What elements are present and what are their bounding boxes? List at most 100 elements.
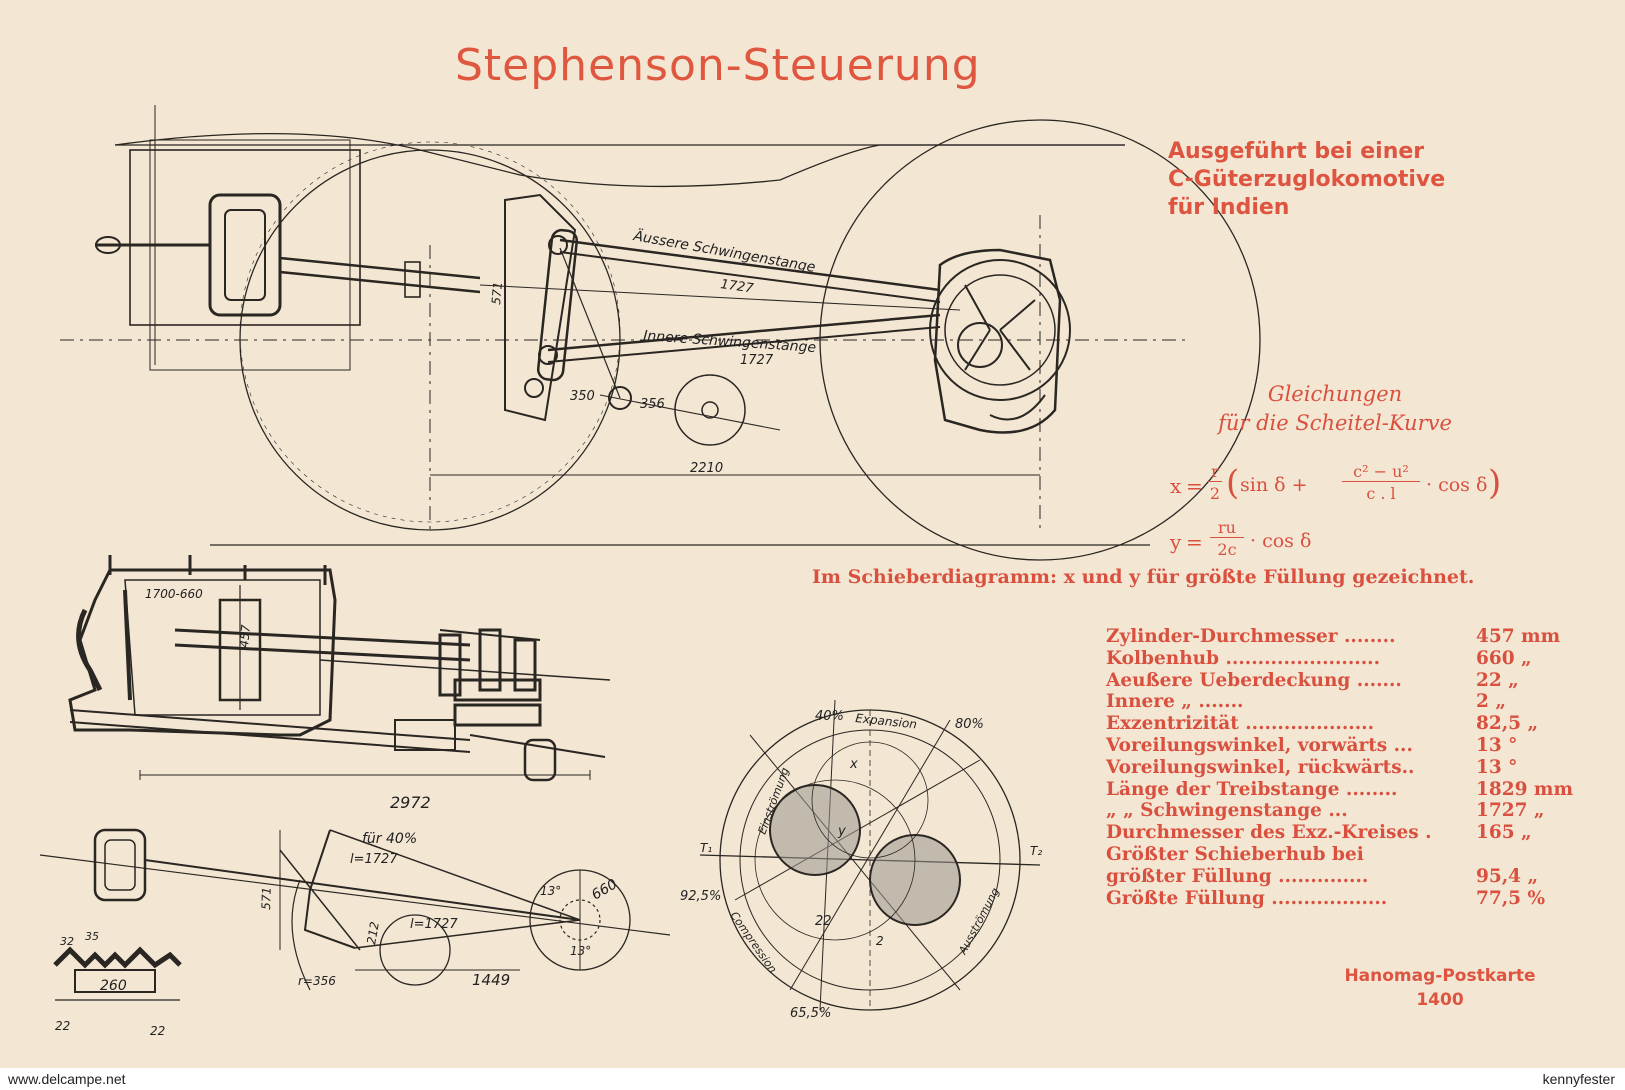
specs-table: Zylinder-Durchmesser ........ 457 mm Kolb… [1106, 626, 1606, 909]
label-dim-457: 457 [237, 624, 253, 648]
valve-gear-assembly: Äussere Schwingenstange 1727 Innere Schw… [60, 105, 1261, 561]
spec-label: Größter Schieberhub bei [1106, 843, 1364, 865]
label-dim-1449: 1449 [472, 971, 510, 989]
label-t1: T₁ [700, 841, 712, 855]
label-571b: 571 [259, 887, 274, 910]
spec-row: „ „ Schwingenstange ...1727 „ [1106, 800, 1606, 822]
spec-row: Länge der Treibstange ........ 1829 mm [1106, 779, 1606, 801]
spec-row: Voreilungswinkel, vorwärts ... 13 ° [1106, 735, 1606, 757]
spec-label: Durchmesser des Exz.-Kreises . [1106, 822, 1432, 844]
eq-x-rparen: ) [1488, 463, 1502, 503]
eq-x-num2: c² − u² [1342, 462, 1420, 482]
spec-label: Kolbenhub ........................ [1106, 647, 1381, 669]
label-pct-40: 40% [815, 709, 844, 724]
spec-label: größter Füllung .............. [1106, 865, 1369, 887]
subtitle-line: für Indien [1168, 195, 1290, 220]
label-outer-rod: Äussere Schwingenstange [631, 226, 817, 276]
label-dim-22b: 22 [150, 1024, 165, 1038]
spec-label: Exzentrizität .................... [1106, 713, 1375, 735]
cylinder-section: 1700-660 457 [68, 555, 611, 782]
label-sd-2: 2 [876, 934, 884, 948]
page-title: Stephenson-Steuerung [455, 40, 981, 91]
label-compression: Compression [728, 909, 780, 975]
eq-y-cos: · cos δ [1250, 530, 1312, 552]
label-t2: T₂ [1030, 844, 1042, 858]
spec-row: Durchmesser des Exz.-Kreises . 165 „ [1106, 822, 1606, 844]
label-dim-1727b: 1727 [740, 353, 774, 368]
label-dim-260: 260 [100, 978, 127, 994]
spec-value: 660 „ [1476, 647, 1532, 669]
label-dim-571: 571 [489, 281, 505, 305]
spec-label: Länge der Treibstange ........ [1106, 778, 1398, 800]
credit-strip: www.delcampe.net kennyfester [0, 1068, 1625, 1090]
label-pct-655: 65,5% [790, 1006, 831, 1021]
subtitle-line: Ausgeführt bei einer [1168, 139, 1425, 164]
label-dim-350: 350 [570, 389, 595, 404]
label-dim-2210: 2210 [690, 461, 723, 476]
label-sd-22: 22 [815, 914, 832, 929]
spec-value: 22 „ [1476, 669, 1519, 691]
equations-heading: Gleichungen für die Scheitel-Kurve [1200, 380, 1470, 438]
spec-label: Zylinder-Durchmesser ........ [1106, 626, 1396, 647]
publisher-footer: Hanomag-Postkarte 1400 [1280, 964, 1600, 1012]
label-dim-212: 212 [364, 921, 382, 946]
equations-heading-1: Gleichungen [1267, 382, 1403, 406]
spec-row: Kolbenhub ........................ 660 „ [1106, 648, 1606, 670]
eq-y-equals: = [1186, 530, 1203, 554]
equation-y: y = ru 2c · cos δ [1170, 518, 1470, 568]
label-dim-35: 35 [85, 930, 99, 943]
label-fuer-40: für 40% [362, 831, 417, 847]
label-13b: 13° [570, 944, 591, 958]
spec-row: Aeußere Ueberdeckung ....... 22 „ [1106, 670, 1606, 692]
spec-row: Voreilungswinkel, rückwärts..13 ° [1106, 757, 1606, 779]
spec-value: 165 „ [1476, 822, 1532, 844]
subtitle-block: Ausgeführt bei einer C-Güterzuglokomotiv… [1168, 138, 1608, 222]
credit-right: kennyfester [1542, 1071, 1615, 1087]
label-ausstroemung: Ausströmung [956, 886, 1002, 958]
spec-row: größter Füllung .............. 95,4 „ [1106, 866, 1606, 888]
label-dim-356: 356 [640, 397, 665, 412]
gear-diagram: 2972 1449 660 l=1727 l=1727 für 40% r=35… [39, 770, 671, 1038]
eq-x-cos: · cos δ [1426, 474, 1488, 496]
spec-label: Aeußere Ueberdeckung ....... [1106, 669, 1402, 691]
slide-valve-diagram: 40% 80% 92,5% 65,5% Expansion Einströmun… [680, 699, 1042, 1021]
label-r356: r=356 [298, 974, 336, 988]
credit-left: www.delcampe.net [8, 1071, 126, 1087]
spec-value: 1829 mm [1476, 778, 1574, 800]
spec-value: 13 ° [1476, 734, 1518, 756]
spec-row: Größter Schieberhub bei [1106, 844, 1606, 866]
label-dim-22a: 22 [55, 1019, 70, 1033]
label-dim-1727a: 1727 [719, 277, 755, 297]
eq-x-den2: c . l [1366, 484, 1396, 503]
eq-x-sin: sin δ + [1240, 474, 1308, 496]
spec-row: Größte Füllung .................. 77,5 % [1106, 888, 1606, 910]
spec-value: 95,4 „ [1476, 865, 1539, 887]
eq-x-den: 2 [1209, 484, 1221, 503]
subtitle-line: C-Güterzuglokomotive [1168, 167, 1446, 192]
eq-y-den: 2c [1217, 540, 1237, 559]
diagram-note: Im Schieberdiagramm: x und y für größte … [812, 566, 1475, 588]
spec-row: Exzentrizität .................... 82,5 „ [1106, 713, 1606, 735]
footer-line-2: 1400 [1416, 990, 1464, 1010]
spec-row: Zylinder-Durchmesser ........ 457 mm [1106, 626, 1606, 648]
spec-value: 77,5 % [1476, 887, 1546, 909]
spec-value: 457 mm [1476, 626, 1561, 647]
spec-label: Größte Füllung .................. [1106, 887, 1388, 909]
footer-line-1: Hanomag-Postkarte [1344, 966, 1536, 986]
spec-value: 13 ° [1476, 756, 1518, 778]
eq-y-lhs: y [1170, 530, 1182, 554]
label-dim-l1727a: l=1727 [350, 852, 398, 867]
label-dim-660: 660 [589, 876, 620, 903]
label-dim-l1727b: l=1727 [410, 917, 458, 932]
eq-x-lhs: x [1170, 474, 1182, 498]
eq-x-num: r [1208, 462, 1222, 482]
equations-heading-2: für die Scheitel-Kurve [1218, 411, 1452, 435]
eq-y-num: ru [1210, 518, 1244, 538]
spec-value: 82,5 „ [1476, 713, 1539, 735]
label-x-mark: x [849, 757, 858, 772]
spec-label: Innere „ ....... [1106, 691, 1244, 713]
label-dim-2972: 2972 [390, 793, 431, 812]
label-pct-925: 92,5% [680, 889, 721, 904]
spec-label: Voreilungswinkel, vorwärts ... [1106, 734, 1413, 756]
